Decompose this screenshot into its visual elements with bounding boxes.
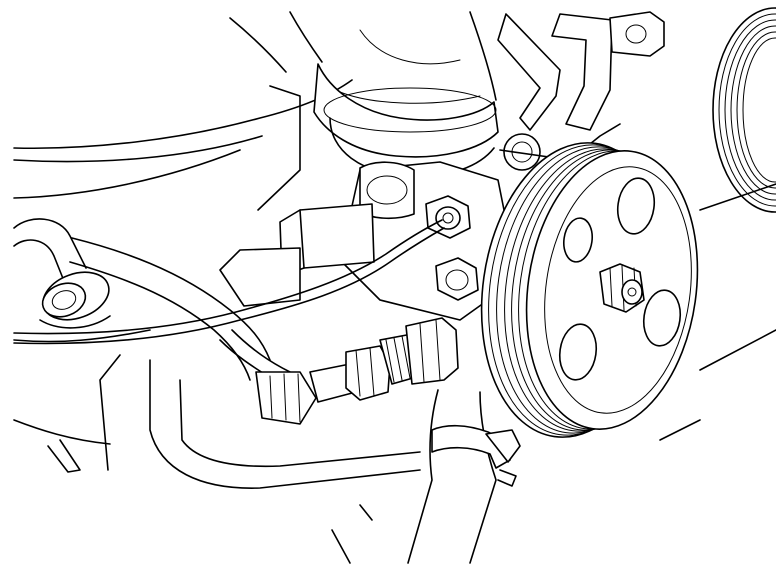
upper-cylinder-housing: [289, 11, 499, 177]
engine-block-outline: [13, 17, 421, 489]
pump-bolt-lower: [435, 257, 479, 301]
pump-mounting-bolts: [425, 195, 479, 301]
bracket-bolt-hole: [503, 133, 541, 171]
pulley-opening-top: [616, 177, 656, 235]
pressure-switch-housing: [299, 203, 375, 269]
power-steering-pulley: [480, 142, 699, 438]
detail-lines: [331, 183, 776, 564]
mounting-bracket: [497, 11, 665, 171]
bracket-bolt-head-upper: [609, 11, 665, 57]
line-fitting-nut-left: [255, 371, 317, 425]
return-hose-left: [13, 218, 271, 381]
suction-hose-with-clamp: [407, 389, 521, 564]
pressure-line-assembly: [219, 317, 459, 425]
pulley-opening-left: [563, 217, 593, 263]
accessory-pulley-right: [712, 7, 776, 213]
pressure-switch-wire: [13, 219, 445, 345]
pulley-opening-right: [642, 289, 682, 347]
pulley-opening-bottom: [558, 323, 598, 381]
pump-outlet-union: [405, 317, 459, 385]
